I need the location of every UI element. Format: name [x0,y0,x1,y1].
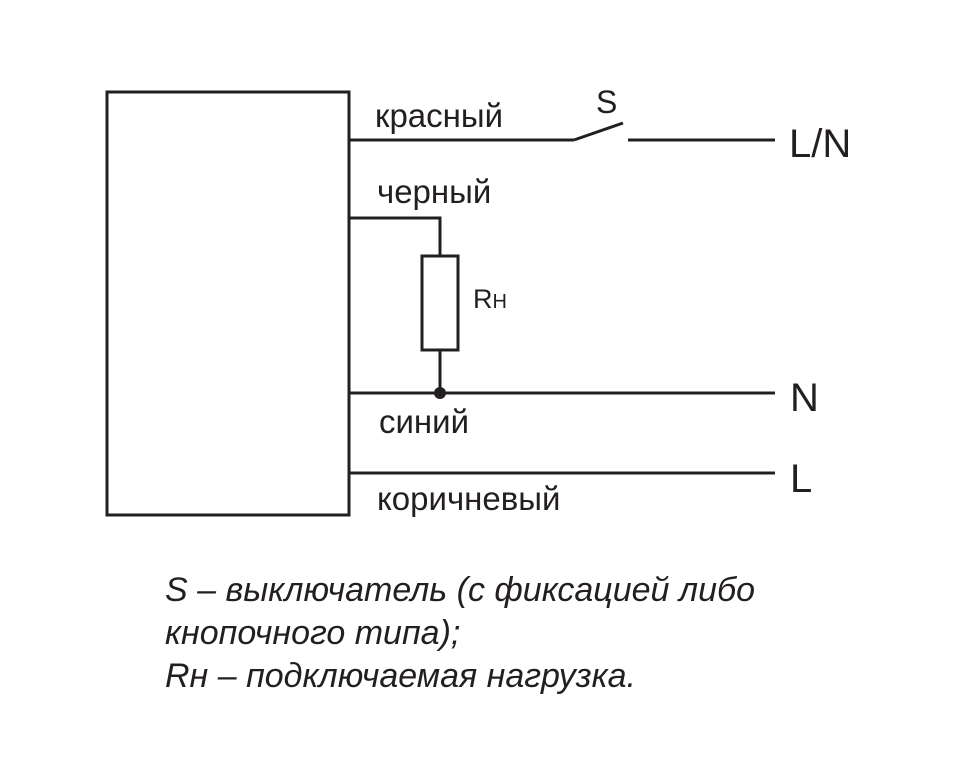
wire-label-red: красный [375,97,503,134]
switch-blade [573,121,624,142]
junction-dot [434,387,446,399]
black-wire [349,216,442,256]
terminal-l: L [790,457,812,501]
wire-label-black: черный [377,173,491,210]
terminal-n: N [790,376,819,420]
legend: S – выключатель (с фиксацией либо кнопоч… [165,569,925,698]
wire-label-brown: коричневый [377,480,560,517]
wire-label-blue: синий [379,403,469,440]
switch-label: S [596,84,617,120]
resistor-label-sub: Н [493,291,507,313]
legend-line-1: S – выключатель (с фиксацией либо [165,571,756,609]
legend-line-2: кнопочного типа); [165,614,461,652]
resistor-label-main: R [473,284,493,314]
terminal-ln: L/N [789,122,851,166]
resistor-label: RН [473,284,507,314]
legend-line-3: Rн – подключаемая нагрузка. [165,657,636,695]
resistor-rh [420,254,460,352]
device-box [105,90,351,517]
